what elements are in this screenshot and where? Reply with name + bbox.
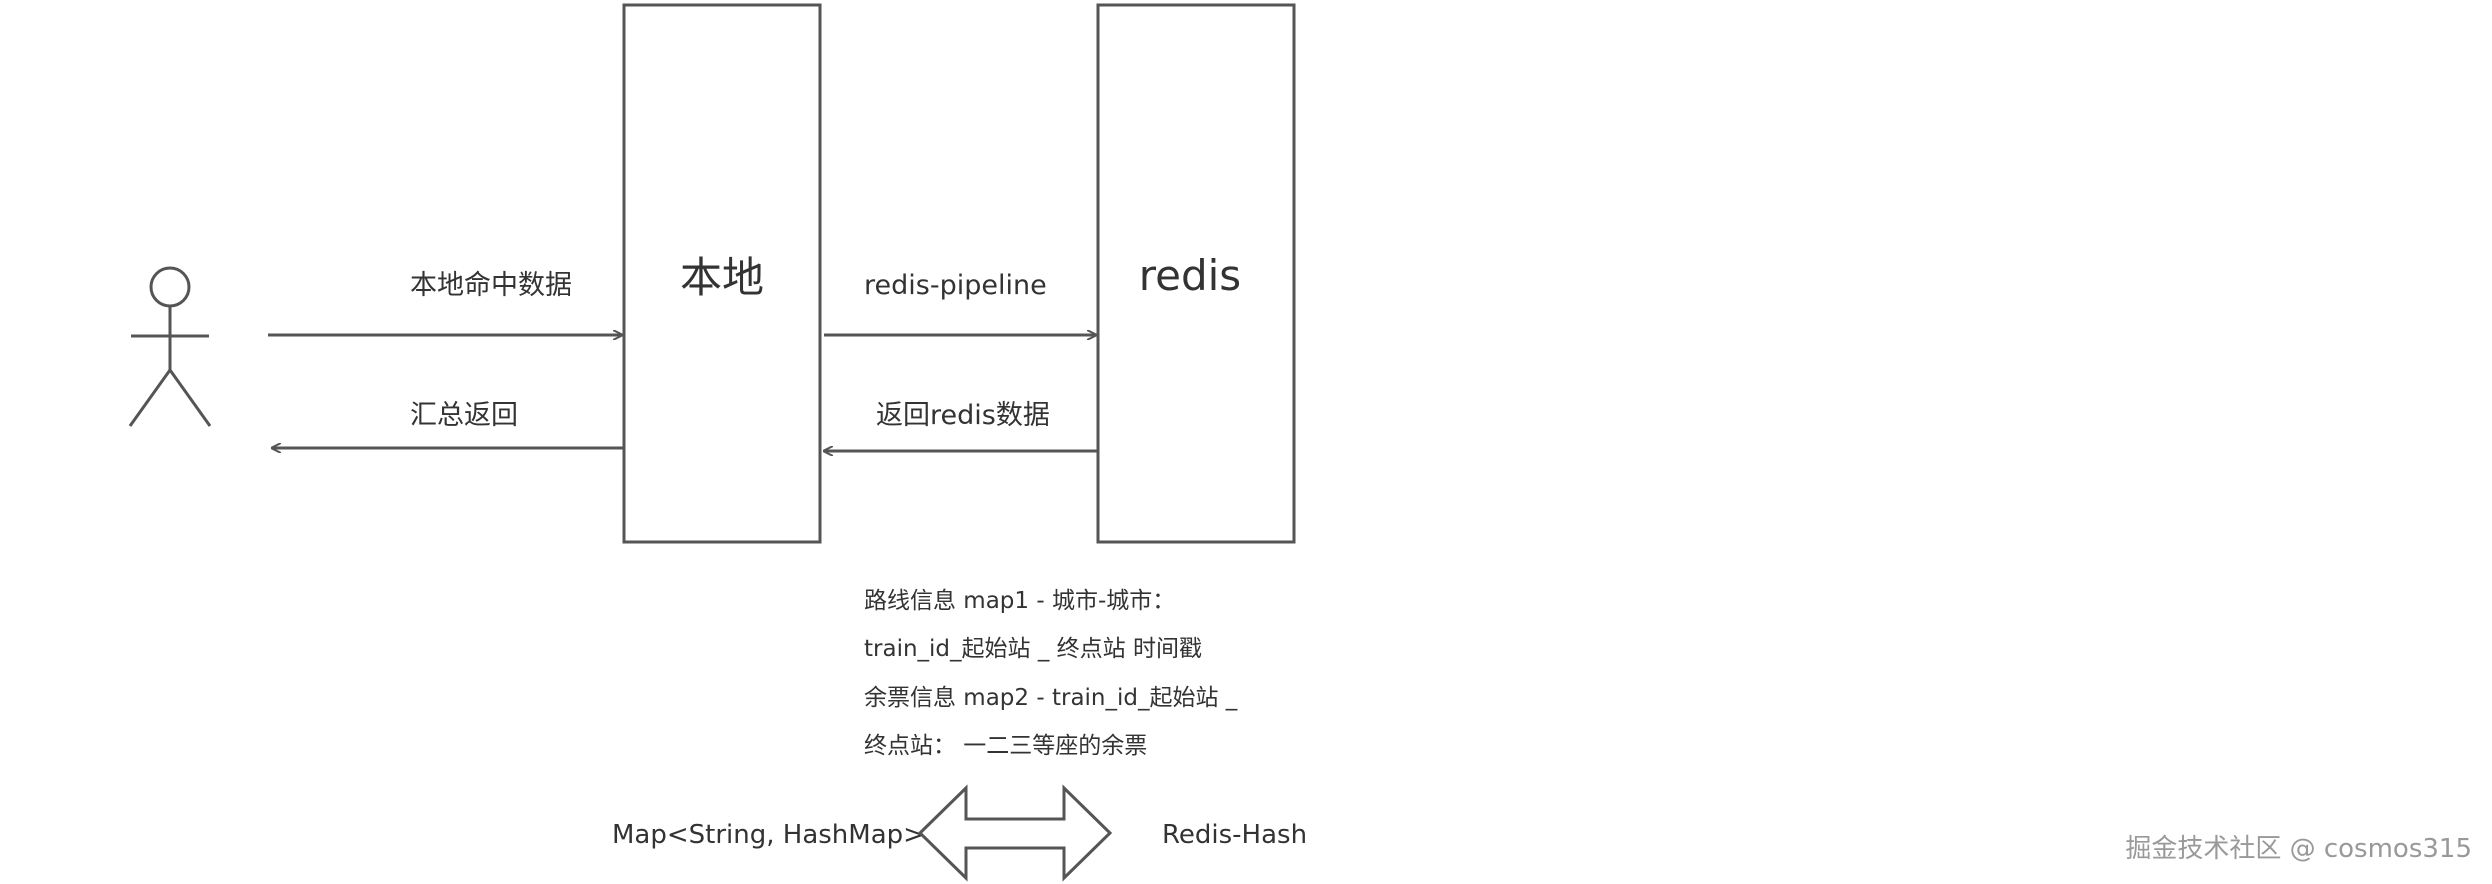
redis-box — [1096, 3, 1296, 544]
pipeline-label: redis-pipeline — [864, 270, 1047, 301]
redis-return-label: 返回redis数据 — [876, 400, 1050, 431]
mapping-left-label: Map<String, HashMap> — [612, 820, 925, 850]
user-actor-icon — [128, 266, 212, 427]
redis-box-label: redis — [1139, 251, 1241, 300]
local-box — [622, 3, 822, 544]
note-line-1: 路线信息 map1 - 城市-城市： — [864, 588, 1175, 614]
note-line-4: 终点站： 一二三等座的余票 — [864, 733, 1147, 759]
double-arrow-icon — [917, 784, 1113, 882]
mapping-right-label: Redis-Hash — [1162, 820, 1307, 850]
watermark: 掘金技术社区 @ cosmos315 — [2125, 834, 2472, 864]
local-box-label: 本地 — [680, 253, 764, 302]
aggregate-return-label: 汇总返回 — [410, 400, 518, 431]
note-line-3: 余票信息 map2 - train_id_起始站 _ — [864, 685, 1238, 711]
note-line-2: train_id_起始站 _ 终点站 时间戳 — [864, 636, 1202, 662]
local-hit-label: 本地命中数据 — [410, 270, 572, 301]
